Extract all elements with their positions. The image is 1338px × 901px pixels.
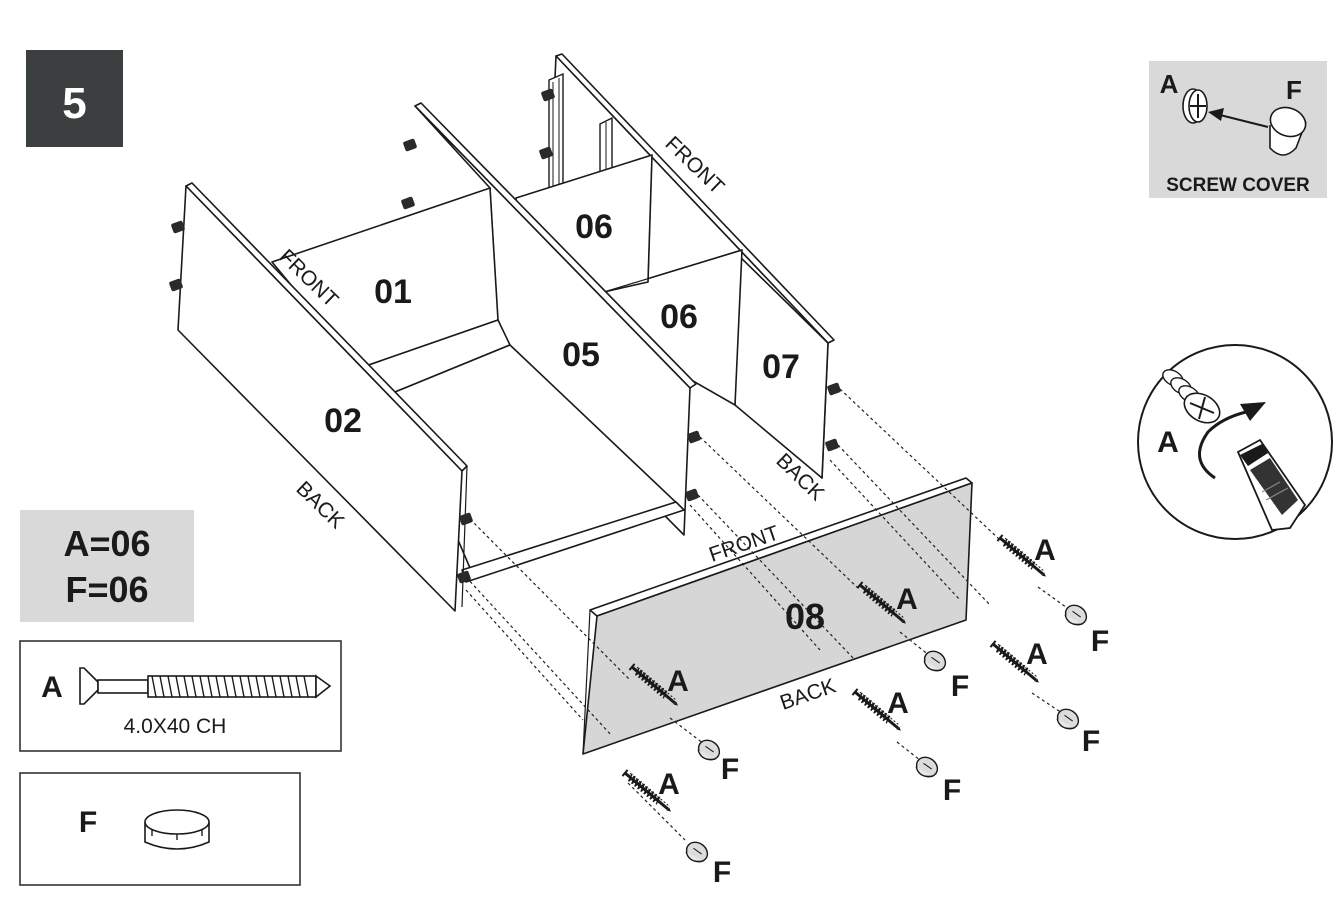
screw-head-icon xyxy=(1182,88,1208,124)
callout-a: A xyxy=(667,665,689,698)
callout-a: A xyxy=(1026,638,1048,671)
panel-label-02: 02 xyxy=(324,402,362,440)
step-number: 5 xyxy=(62,79,86,128)
callout-a: A xyxy=(896,583,918,616)
step-badge xyxy=(26,50,123,147)
part-f-letter: F xyxy=(79,806,97,839)
parts-count-box xyxy=(20,510,194,622)
callout-f: F xyxy=(721,753,739,786)
screw-cover-label-f: F xyxy=(1286,75,1302,105)
panel-label-01: 01 xyxy=(374,273,412,311)
callout-f: F xyxy=(951,670,969,703)
callout-a: A xyxy=(1034,534,1056,567)
callout-f: F xyxy=(1082,725,1100,758)
parts-count-f: F=06 xyxy=(65,569,148,610)
panel-label-06-lower: 06 xyxy=(660,298,698,336)
rotate-arrow-icon xyxy=(1198,402,1266,480)
part-a-letter: A xyxy=(41,671,63,704)
screwdriver-icon xyxy=(1236,438,1307,531)
detail-screw-icon xyxy=(1162,369,1221,424)
callout-f: F xyxy=(1091,625,1109,658)
panel-label-08: 08 xyxy=(785,596,825,637)
screwdriver-detail: A xyxy=(1137,344,1333,540)
panel-label-07: 07 xyxy=(762,348,800,386)
drawer-rail-icon xyxy=(548,72,613,191)
screw-cover-caption: SCREW COVER xyxy=(1166,175,1310,196)
callout-f: F xyxy=(713,856,731,889)
part-a-spec: 4.0X40 CH xyxy=(124,715,227,738)
panel-label-05: 05 xyxy=(562,336,600,374)
callout-f: F xyxy=(943,774,961,807)
callout-a: A xyxy=(887,687,909,720)
screw-icon xyxy=(79,667,332,705)
screw-cover-cap-icon xyxy=(144,809,210,850)
panel-08 xyxy=(582,482,973,755)
dowel-pins xyxy=(169,88,841,584)
callout-a: A xyxy=(658,768,680,801)
cap-icon xyxy=(681,837,712,867)
screw-cover-label-a: A xyxy=(1160,69,1179,99)
cap-icon xyxy=(1269,106,1307,156)
cap-icon xyxy=(1060,600,1091,630)
parts-count-a: A=06 xyxy=(63,523,150,564)
detail-label-a: A xyxy=(1157,426,1179,459)
cabinet-assembly xyxy=(169,53,1091,867)
arrow-left-icon xyxy=(1208,108,1269,128)
callout-labels: A A A A A A F F F F F F xyxy=(658,534,1109,889)
guide-lines xyxy=(465,388,1071,841)
panel-label-06-upper: 06 xyxy=(575,208,613,246)
